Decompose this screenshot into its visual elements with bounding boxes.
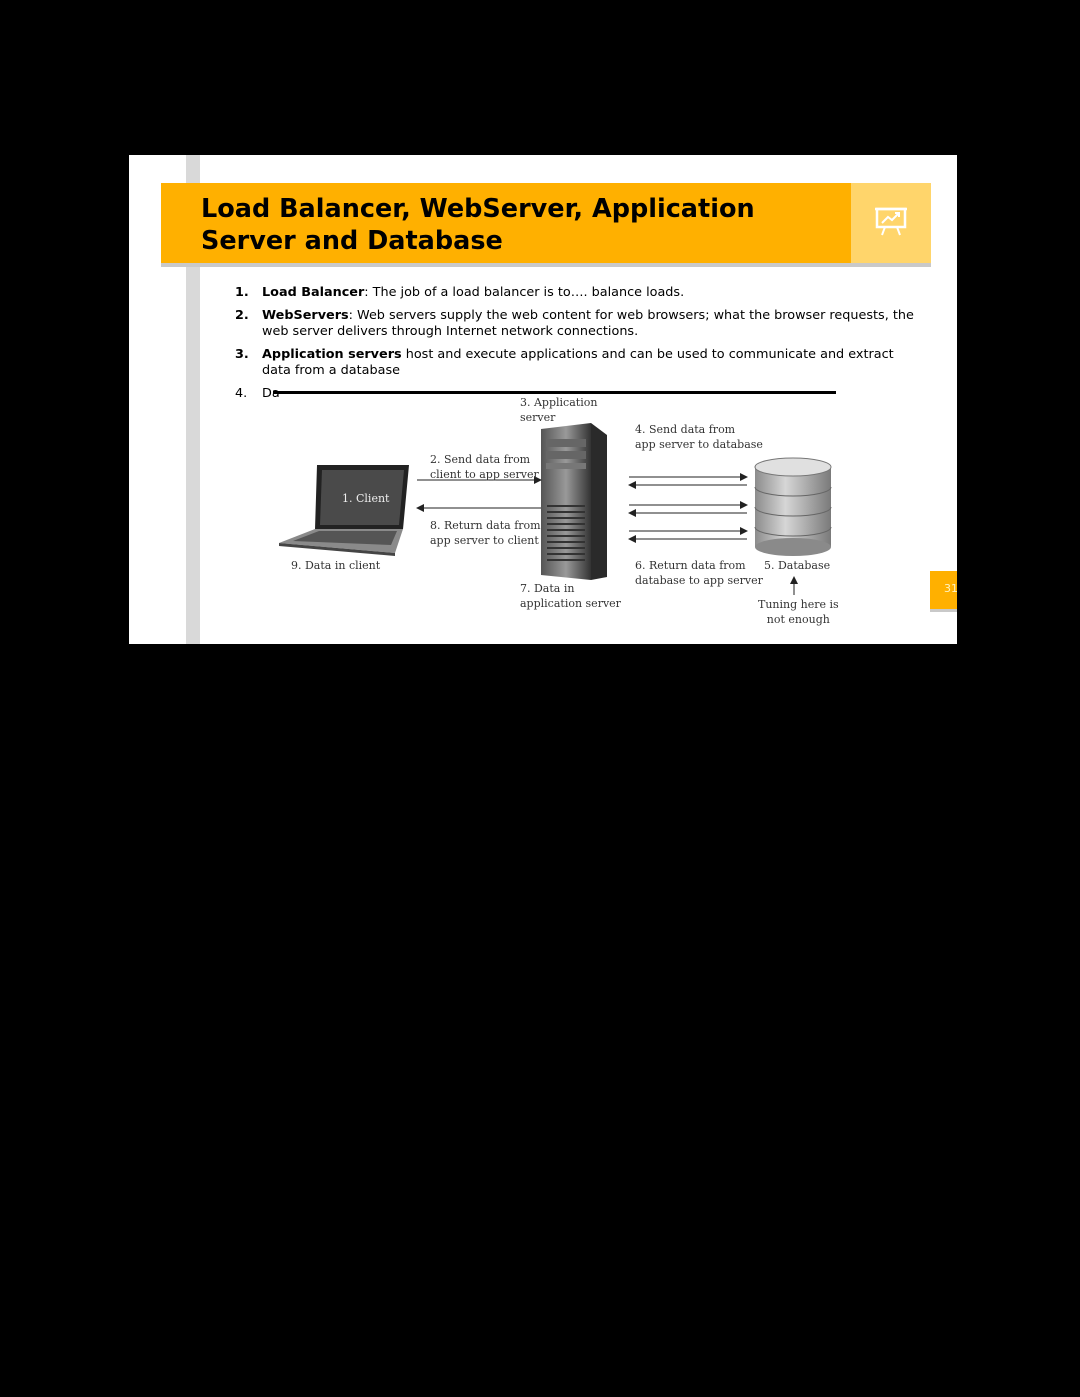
data-in-app-label: 7. Data in application server [520,582,621,610]
list-item: 3. Application servers host and execute … [235,347,915,379]
arrows-app-db [628,473,748,543]
item-text: : The job of a load balancer is to…. bal… [364,285,685,300]
list-item: 4. Da [235,386,915,402]
page-number: 31 [944,582,957,595]
send-to-db-label: 4. Send data from app server to database [635,423,763,451]
item-text: : Web servers supply the web content for… [262,308,914,339]
item-number: 2. [235,308,249,323]
server-tower-icon [541,423,607,580]
item-term: WebServers [262,308,349,323]
database-label: 5. Database [764,559,831,572]
data-in-client-label: 9. Data in client [291,559,381,572]
title-band [161,183,851,263]
overlay-line [273,391,836,394]
item-number: 3. [235,347,249,362]
client-screen-label: 1. Client [342,492,390,505]
return-to-client-label: 8. Return data from app server to client [430,519,541,547]
return-to-app-label: 6. Return data from database to app serv… [635,559,763,587]
tuning-label: Tuning here is not enough [758,598,839,626]
title-band-shadow [161,263,931,267]
bullet-list: 1. Load Balancer: The job of a load bala… [235,285,915,409]
list-item: 1. Load Balancer: The job of a load bala… [235,285,915,301]
database-icon [754,457,832,556]
slide-side-bar [186,155,200,644]
page-number-tab-shadow [930,609,957,612]
item-term: Application servers [262,347,402,362]
slide: Load Balancer, WebServer, Application Se… [129,155,957,644]
page-number-tab [930,571,957,609]
send-to-app-label: 2. Send data from client to app server [430,453,539,481]
list-item: 2. WebServers: Web servers supply the we… [235,308,915,340]
title-icon-box [851,183,931,263]
presentation-chart-icon [875,207,907,236]
item-number: 1. [235,285,249,300]
laptop-icon [279,465,409,556]
architecture-diagram: 1. Client 3. Application server 2. Send … [269,395,839,635]
item-term: Load Balancer [262,285,365,300]
slide-title: Load Balancer, WebServer, Application Se… [201,194,755,256]
item-text: host and execute applications and can be… [262,347,894,378]
app-server-label: 3. Application server [520,396,598,424]
item-text: Da [262,386,280,401]
item-number: 4. [235,386,248,401]
diagram-graphics [279,423,832,595]
